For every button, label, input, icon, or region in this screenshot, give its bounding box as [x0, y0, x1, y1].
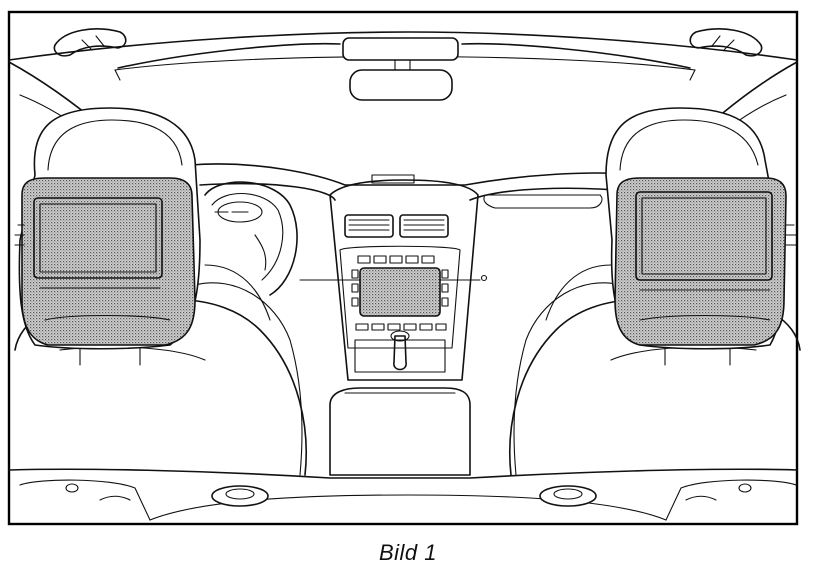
rear-center-armrest — [329, 387, 471, 476]
figure-caption: Bild 1 — [378, 540, 438, 565]
sun-visors — [117, 42, 691, 69]
gear-lever — [393, 335, 407, 371]
console-buttons — [351, 255, 449, 331]
navigation-screen — [359, 267, 441, 317]
right-headrest — [605, 107, 798, 350]
steering-wheel — [204, 181, 298, 296]
left-monitor-screen — [33, 197, 163, 279]
figure-frame — [7, 10, 799, 526]
rearview-mirror — [342, 37, 459, 101]
left-grab-handle — [53, 28, 127, 57]
right-monitor-screen — [635, 191, 773, 281]
center-console — [329, 174, 479, 381]
right-grab-handle — [689, 28, 763, 57]
rear-seat-backs — [8, 468, 798, 521]
air-vent-right — [399, 214, 449, 238]
air-vent-left — [344, 214, 394, 238]
left-headrest — [14, 107, 201, 350]
